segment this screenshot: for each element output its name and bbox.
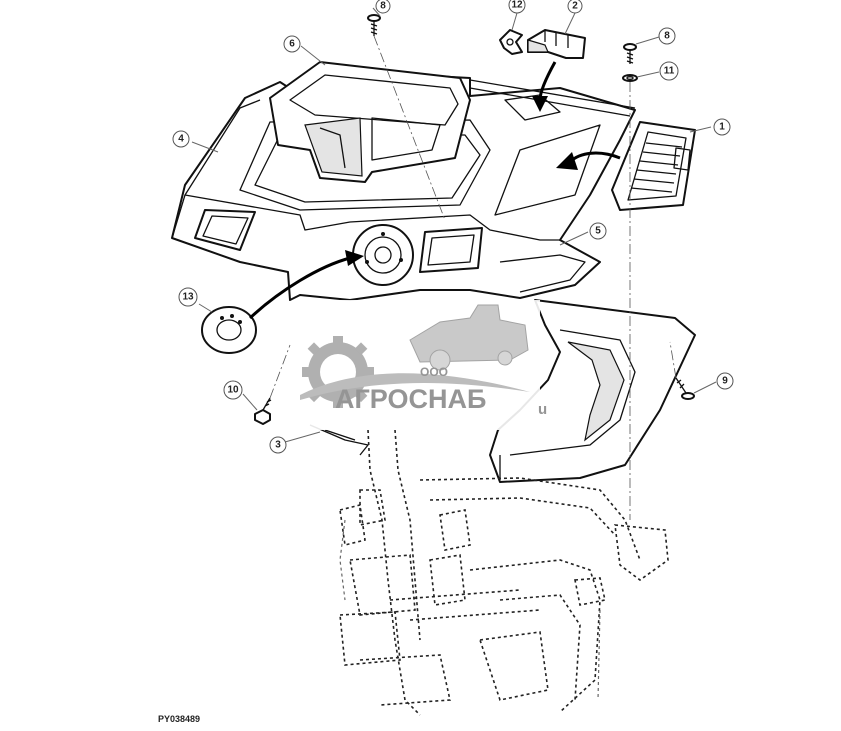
part-1-vent-grille — [611, 121, 696, 211]
callout-13-label: 13 — [182, 292, 194, 303]
callout-13: 13 — [178, 287, 198, 307]
callout-8-top-label: 8 — [380, 1, 386, 12]
screw-8-right — [623, 43, 637, 64]
figure-id: PY038489 — [158, 714, 200, 724]
callout-6-label: 6 — [289, 39, 295, 50]
watermark-prefix: ООО — [420, 365, 448, 379]
callout-5: 5 — [589, 222, 607, 240]
callout-9-label: 9 — [722, 376, 728, 387]
watermark-logo: ООО АГРОСНАБ u — [295, 300, 547, 430]
washer-11 — [622, 74, 638, 82]
screw-9 — [675, 377, 695, 400]
callout-9: 9 — [716, 372, 734, 390]
harvester-icon — [409, 304, 529, 371]
callout-4: 4 — [172, 130, 190, 148]
callout-3: 3 — [269, 436, 287, 454]
callout-11: 11 — [659, 61, 679, 81]
callout-2: 2 — [567, 0, 583, 14]
gauge-mount — [352, 224, 414, 286]
watermark-suffix: u — [538, 401, 547, 418]
bolt-10 — [254, 397, 272, 425]
callout-8-right-label: 8 — [664, 31, 670, 42]
callout-8-right: 8 — [658, 27, 676, 45]
screw-8-left — [367, 14, 381, 36]
callout-6: 6 — [283, 35, 301, 53]
part-2-clip-block — [527, 29, 586, 59]
part-6-cowl — [269, 61, 471, 183]
callout-1: 1 — [713, 118, 731, 136]
callout-5-label: 5 — [595, 226, 601, 237]
callout-12: 12 — [508, 0, 526, 14]
callout-8-top: 8 — [375, 0, 391, 14]
assembly-axis-lines — [269, 35, 677, 520]
callout-11-label: 11 — [664, 66, 675, 77]
arrow-ring-to-mount — [248, 256, 351, 320]
callout-10: 10 — [223, 380, 243, 400]
leader-lines — [191, 7, 717, 443]
assembly-arrows — [248, 61, 621, 320]
part-13-ring — [201, 306, 257, 354]
callout-12-label: 12 — [511, 0, 523, 11]
steering-column-frame — [339, 429, 669, 716]
callout-4-label: 4 — [178, 134, 184, 145]
watermark-name: АГРОСНАБ — [335, 384, 486, 414]
callout-3-label: 3 — [275, 440, 281, 451]
part-12-bracket — [499, 29, 523, 55]
callout-10-label: 10 — [227, 385, 239, 396]
callout-2-label: 2 — [572, 1, 578, 12]
callout-1-label: 1 — [719, 122, 725, 133]
part-3-console-tray — [489, 299, 696, 483]
lower-console-edge — [309, 424, 369, 456]
